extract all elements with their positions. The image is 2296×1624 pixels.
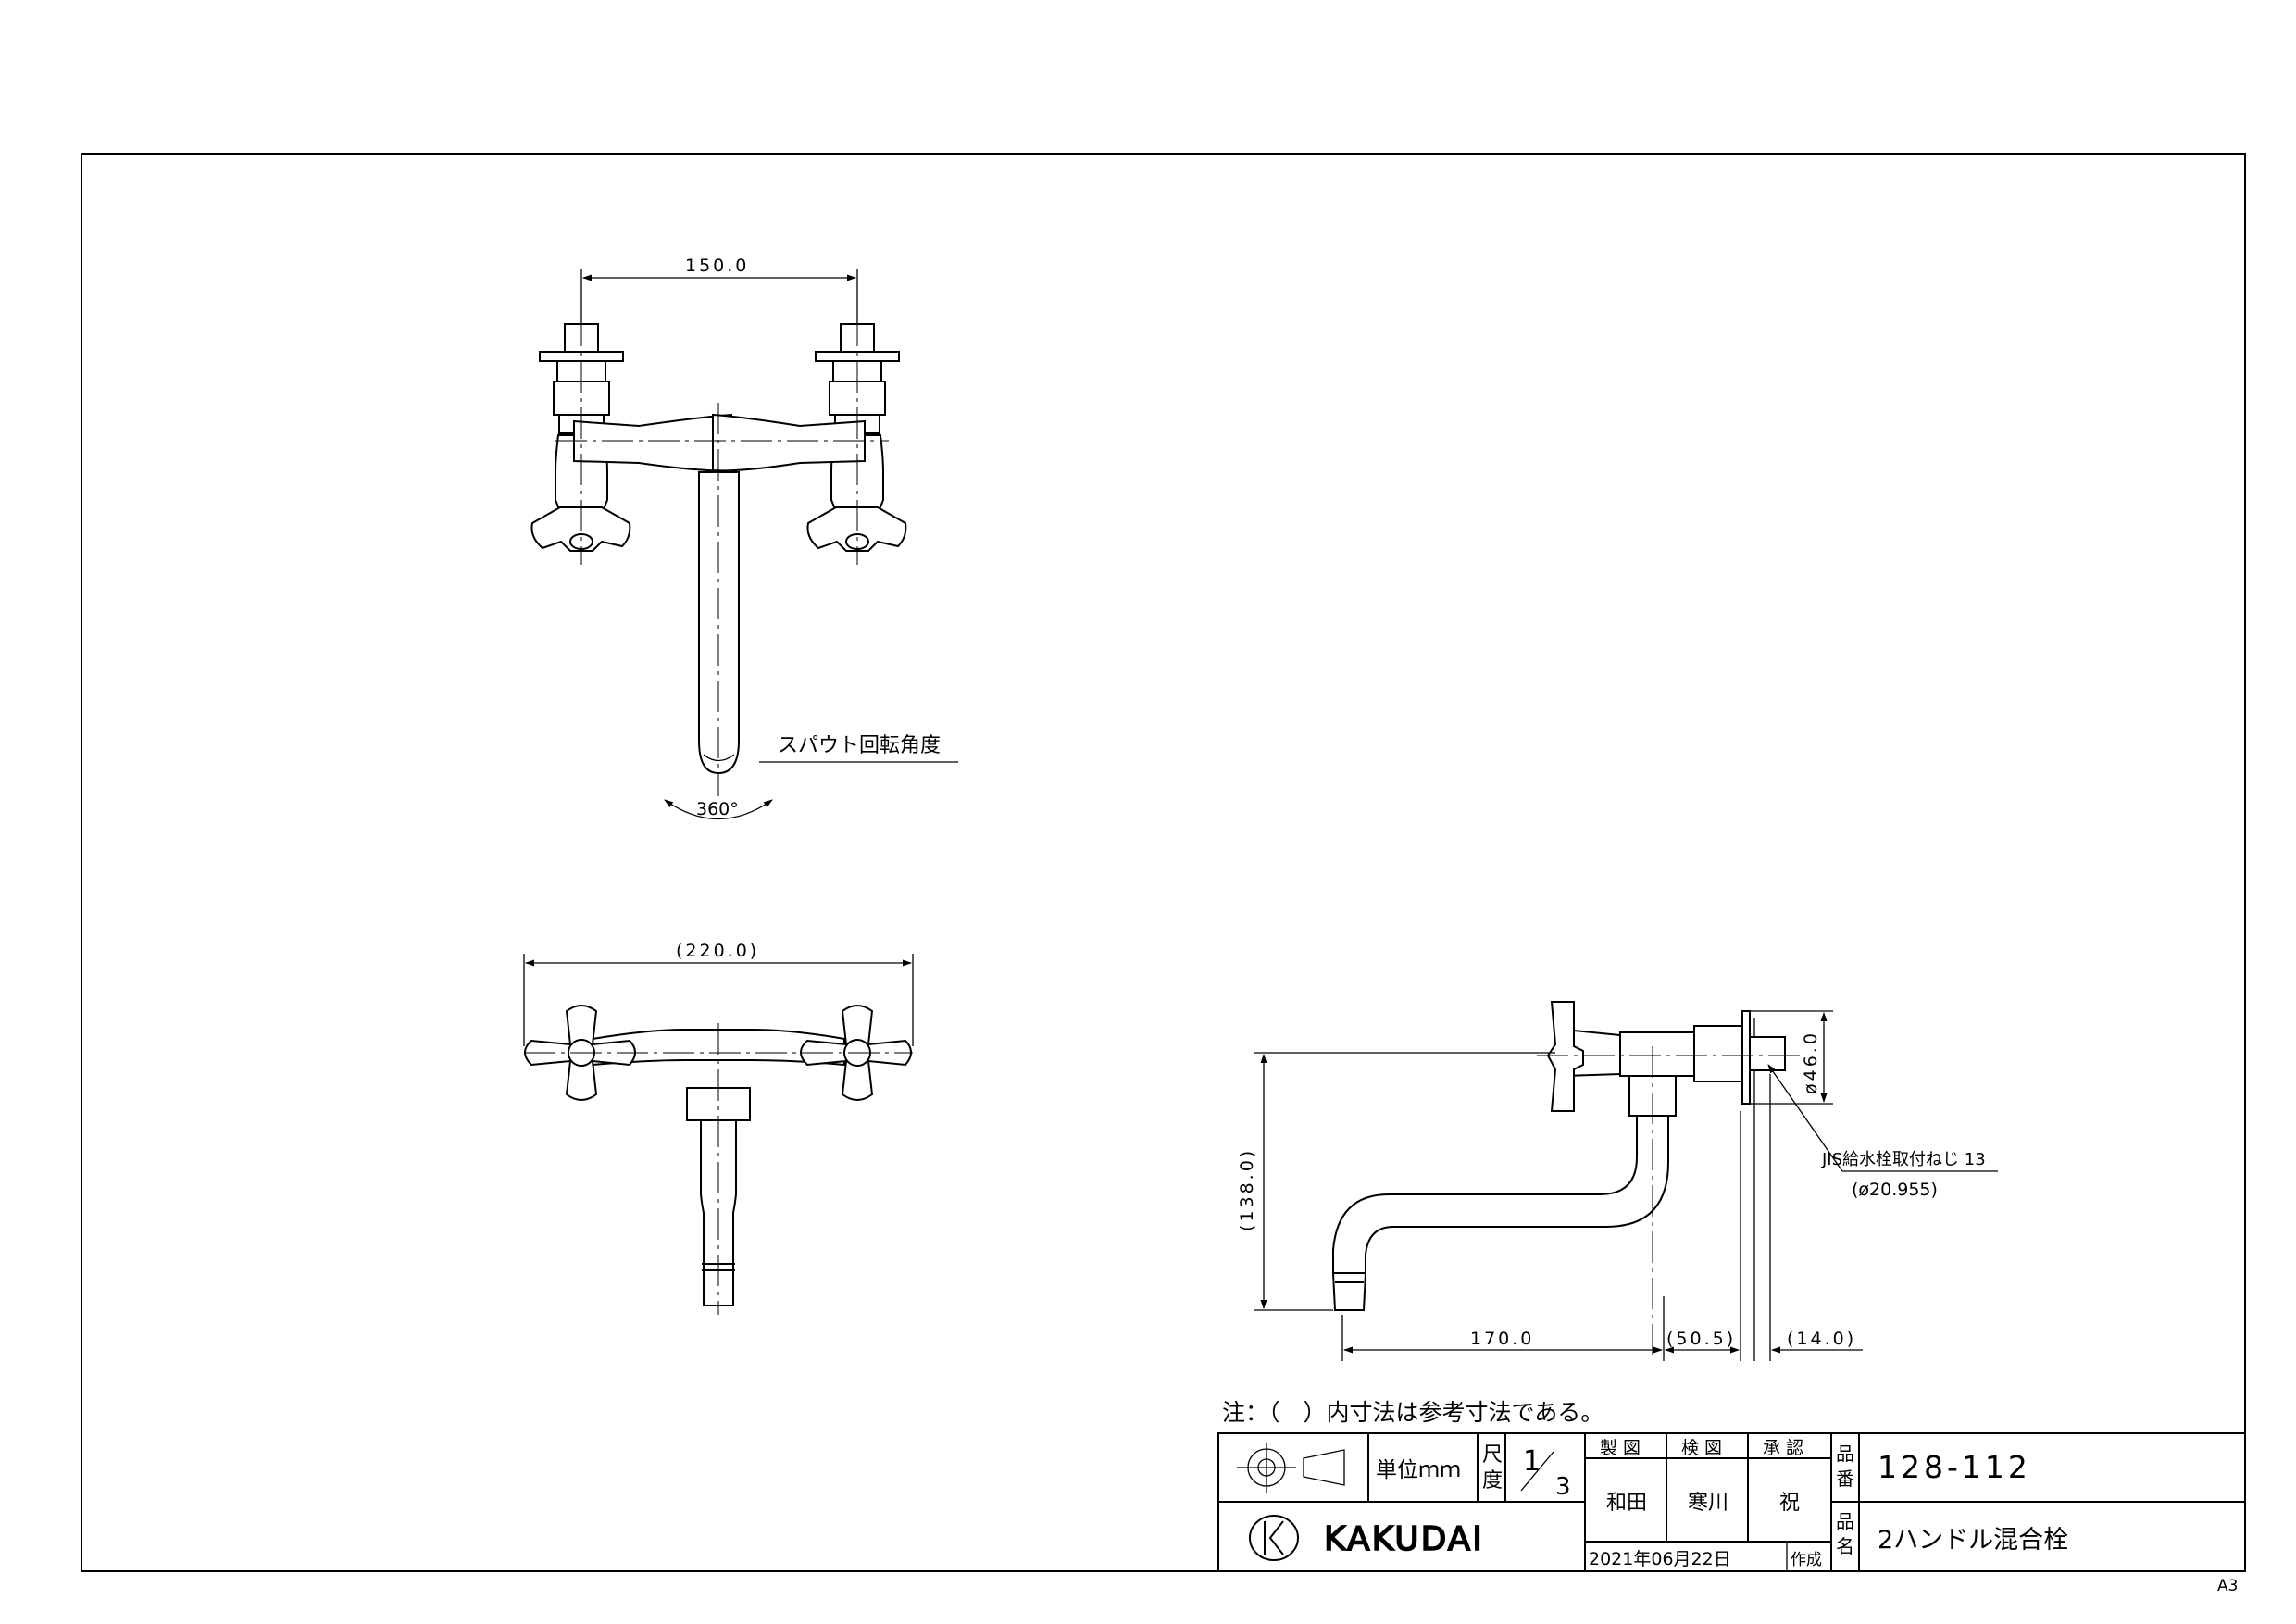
- dimension-bottom-chain: 170.0 (50.5) (14.0): [1341, 1074, 1863, 1361]
- dimension-138: (138.0): [1237, 1052, 1555, 1311]
- product-name: 2ハンドル混合栓: [1878, 1526, 2068, 1555]
- dim-flange-diameter: ø46.0: [1801, 1031, 1821, 1094]
- product-number: 128-112: [1878, 1449, 2031, 1485]
- dimension-150: 150.0: [580, 256, 858, 324]
- dim-body: (50.5): [1666, 1329, 1736, 1349]
- handle-side: [1546, 1001, 1584, 1112]
- scale-label: 尺: [1482, 1443, 1503, 1467]
- spout-rotation-label: スパウト回転角度: [778, 734, 941, 757]
- thread-note: JIS給水栓取付ねじ 13: [1821, 1150, 1986, 1169]
- side-view: (138.0) ø46.0 JIS給水栓取付ねじ 13 (ø20.955) 17…: [1237, 1001, 1998, 1361]
- creation-date: 2021年06月22日: [1589, 1549, 1731, 1569]
- dim-width-front: (220.0): [676, 941, 759, 961]
- dim-reach: 170.0: [1470, 1329, 1534, 1349]
- drawn-header: 製 図: [1600, 1438, 1641, 1458]
- kakudai-logo: KAKUDAI: [1249, 1515, 1484, 1561]
- approved-header: 承 認: [1763, 1438, 1803, 1458]
- unit-label: 単位ｍｍ: [1376, 1458, 1461, 1482]
- front-view: (220.0): [523, 941, 914, 1315]
- approved-by: 祝: [1779, 1492, 1800, 1515]
- drawing-border: [81, 153, 2246, 1572]
- product-number-label: 品: [1836, 1443, 1854, 1465]
- brand-name: KAKUDAI: [1324, 1520, 1484, 1558]
- mixer-body-top: [573, 413, 732, 472]
- top-view: 150.0: [530, 256, 958, 820]
- dim-width-top: 150.0: [685, 256, 749, 276]
- spout-side: [1332, 1115, 1669, 1274]
- projection-symbol-icon: [1237, 1443, 1345, 1493]
- rotation-arc: [664, 799, 773, 820]
- product-name-label-2: 名: [1836, 1535, 1854, 1557]
- scale-denominator: 3: [1555, 1473, 1571, 1501]
- drawn-by: 和田: [1606, 1492, 1647, 1515]
- dimension-46: ø46.0: [1750, 1010, 1833, 1105]
- dim-thread: (14.0): [1787, 1329, 1856, 1349]
- product-name-label: 品: [1836, 1510, 1854, 1532]
- thread-diameter: (ø20.955): [1852, 1180, 1938, 1200]
- wall-flange: [1741, 1010, 1751, 1105]
- dim-height-side: (138.0): [1237, 1148, 1257, 1231]
- checked-by: 寒川: [1688, 1492, 1728, 1515]
- checked-header: 検 図: [1681, 1438, 1722, 1458]
- reference-note: 注：（ ）内寸法は参考寸法である。: [1222, 1399, 1603, 1426]
- scale-numerator: 1: [1523, 1445, 1541, 1478]
- rotation-angle-label: 360°: [696, 799, 739, 819]
- product-number-label-2: 番: [1836, 1468, 1854, 1490]
- sheet-size-mark: A3: [2217, 1577, 2238, 1595]
- title-block: 単位ｍｍ 尺 度 1 3 製 図 検 図 承 認 和田 寒川 祝 品 番 128…: [1217, 1432, 2246, 1572]
- scale-label-2: 度: [1482, 1469, 1503, 1493]
- created-label: 作成: [1791, 1551, 1822, 1569]
- dimension-220: (220.0): [523, 941, 914, 1046]
